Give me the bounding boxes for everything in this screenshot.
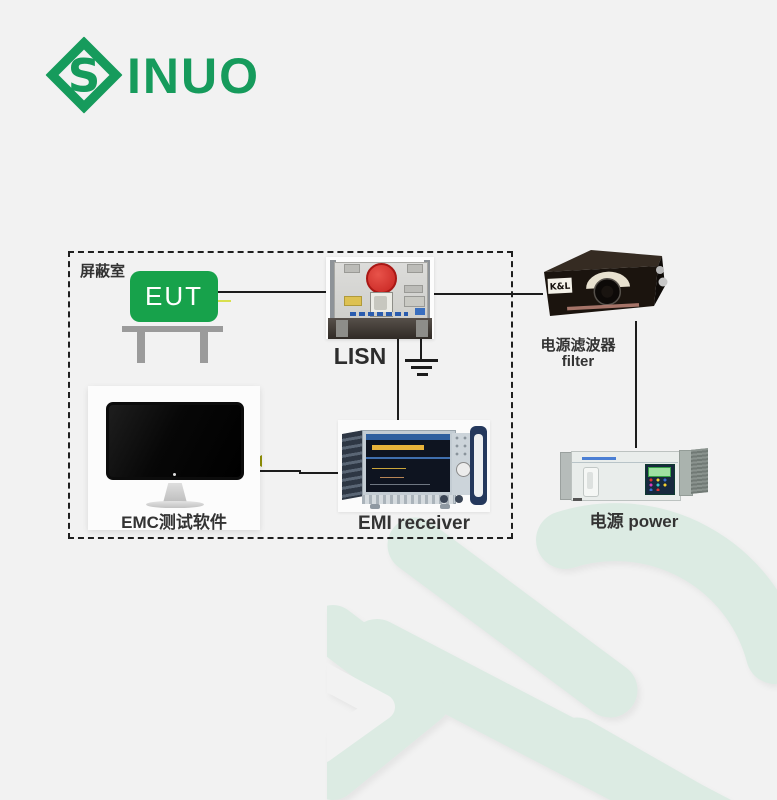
receiver-bottom-strip: [362, 495, 454, 504]
receiver-trace-1: [372, 468, 406, 469]
brand-wordmark: INUO: [127, 48, 260, 104]
earth-ground-icon-bar2: [411, 366, 432, 369]
earth-ground-icon-bar3: [417, 373, 428, 376]
filter-label-cn: 电源滤波器: [540, 337, 616, 354]
emc-software-label: EMC测试软件: [121, 513, 227, 532]
receiver-screen-highlight-bar: [372, 445, 424, 450]
receiver-trace-3: [370, 484, 430, 485]
wire-filter-to-power: [635, 321, 637, 448]
lisn-socket-inner: [374, 296, 387, 310]
lisn-red-cee-connector: [366, 263, 397, 294]
sinuo-diamond-s-icon: S: [45, 36, 123, 114]
lisn-connector-block: [404, 296, 425, 307]
lisn-label: LISN: [333, 343, 387, 369]
eut-table-leg-left: [137, 332, 145, 363]
lisn-foot-left: [336, 320, 348, 337]
brand-logo: S INUO: [45, 36, 260, 114]
wire-software-to-receiver-b: [299, 472, 340, 474]
eut-node: EUT: [130, 271, 218, 322]
power-handle-slot: [587, 472, 593, 489]
wire-software-to-receiver-a: [259, 470, 301, 472]
shielded-room-label: 屏蔽室: [80, 263, 126, 280]
eut-table-top: [122, 326, 223, 332]
monitor-stand-base: [146, 501, 204, 508]
wire-lisn-to-filter: [433, 293, 543, 295]
wire-eut-yellow-stub: [218, 300, 231, 302]
lisn-warning-sticker: [344, 296, 362, 306]
filter-label-en: filter: [561, 353, 595, 370]
receiver-tuning-knob: [456, 462, 471, 477]
lisn-foot-right: [416, 320, 428, 337]
eut-table-leg-right: [200, 332, 208, 363]
power-vent-side: [691, 448, 708, 494]
monitor-logo-dot: [173, 473, 176, 476]
receiver-screen-titlebar: [366, 434, 450, 440]
power-filter-photo: K&L: [544, 250, 668, 316]
power-lcd-display: [648, 467, 671, 477]
lisn-label-sticker-2: [407, 264, 423, 273]
power-panel-seam: [572, 462, 678, 463]
wire-lisn-to-receiver: [397, 337, 399, 429]
logo-mark-letter: S: [68, 49, 101, 102]
emi-receiver-label: EMI receiver: [358, 513, 470, 534]
lisn-blue-badge: [415, 308, 425, 315]
wire-lisn-to-ground: [420, 337, 422, 359]
power-model-text-stripe: [582, 457, 616, 460]
receiver-screen: [366, 434, 450, 492]
receiver-trace-2: [380, 477, 404, 478]
receiver-knob-3: [455, 495, 463, 503]
lisn-bottom-text-strip: [350, 312, 408, 316]
shielded-room-boundary: [68, 251, 513, 539]
receiver-screen-divider: [366, 457, 450, 459]
earth-ground-icon-bar1: [405, 359, 438, 362]
lisn-label-sticker-1: [344, 264, 360, 273]
receiver-handle-gap: [474, 434, 483, 497]
monitor-stand-neck: [163, 483, 187, 503]
power-button-grid: [648, 478, 670, 491]
lisn-rack-rail-left: [330, 260, 336, 320]
eut-label: EUT: [145, 281, 203, 311]
receiver-foot-left: [370, 504, 380, 509]
filter-brand-text: K&L: [549, 282, 570, 293]
power-foot: [573, 498, 582, 501]
receiver-knob-2: [440, 495, 448, 503]
lisn-label-sticker-3: [404, 285, 423, 293]
lisn-base-shadow: [328, 318, 432, 339]
receiver-side-modules: [342, 430, 364, 500]
power-label: 电源 power: [589, 512, 679, 531]
brand-watermark-pattern: [327, 503, 777, 800]
monitor-screen: [106, 402, 244, 480]
wire-eut-to-lisn: [218, 291, 328, 293]
receiver-foot-right: [440, 504, 450, 509]
